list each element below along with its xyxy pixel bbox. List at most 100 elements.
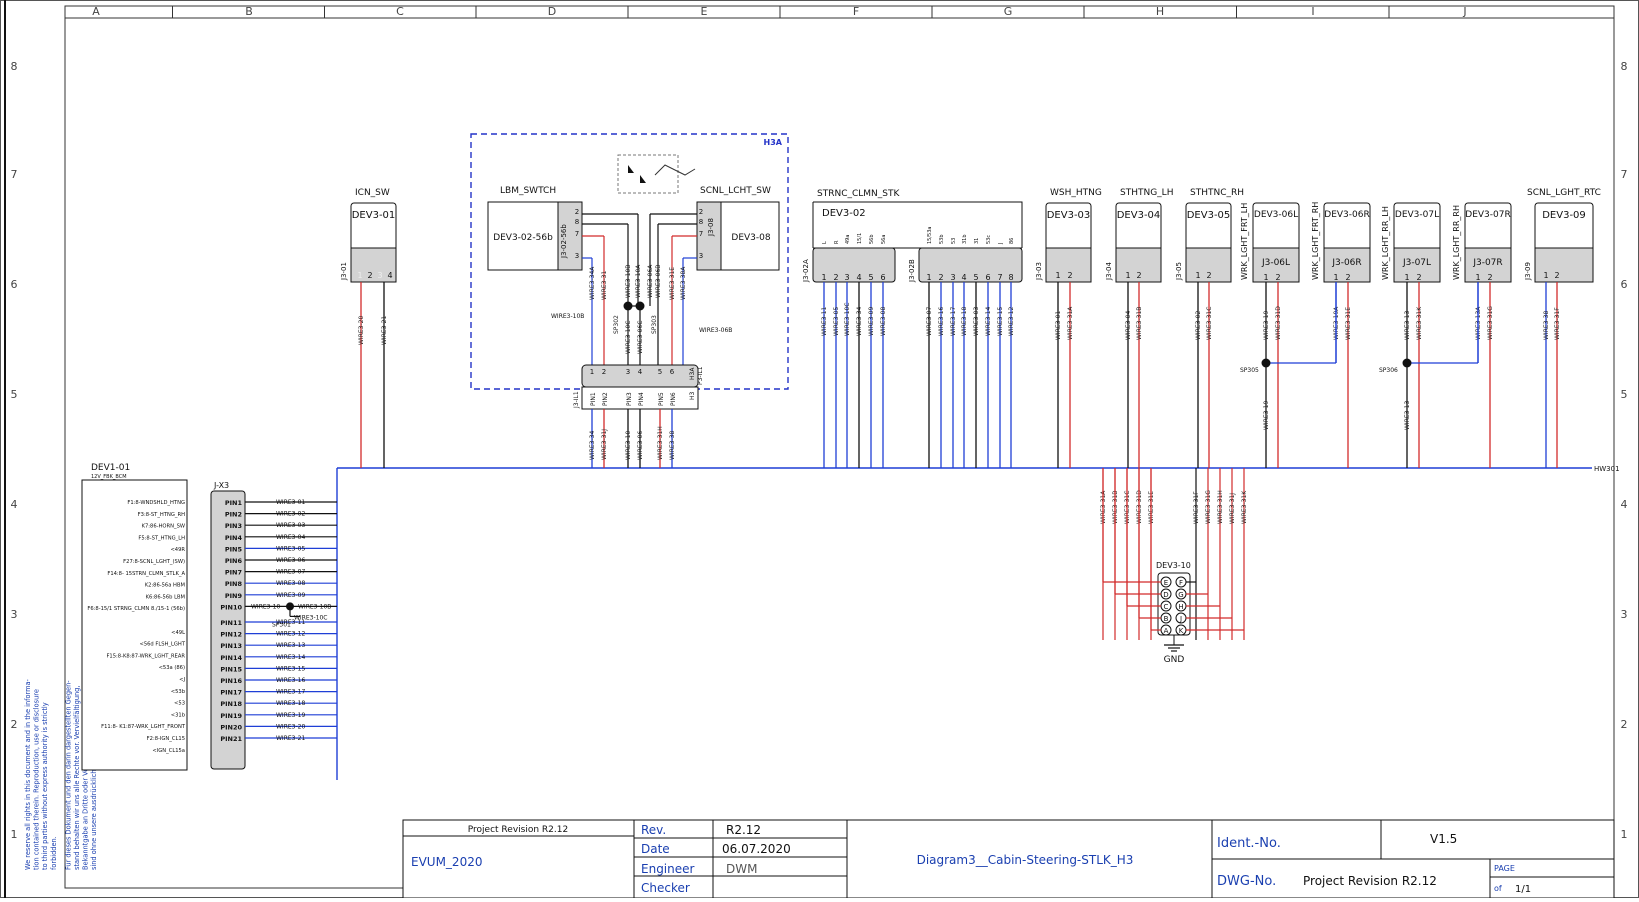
wire-label: WIRE3-31F	[1554, 307, 1561, 340]
pin-number: 3	[950, 273, 955, 282]
wire-label: SP303	[651, 315, 658, 334]
pin-number: 2	[1136, 271, 1141, 280]
column-ref: C	[396, 5, 404, 18]
bcm-signal: <IGN_CL15a	[152, 748, 185, 754]
bcm-signal: F15:8-K8:87-WRK_LGHT_REAR	[106, 653, 185, 659]
connector-name: J3-02B	[908, 259, 916, 283]
pin-number: 1	[926, 273, 931, 282]
wire-label: WIRE3-01	[276, 499, 305, 506]
pin-label: 56a	[881, 235, 887, 244]
connector-b	[918, 247, 1023, 283]
wire-label: WIRE3-03	[276, 522, 305, 529]
wire-label: WIRE3-31E	[1345, 307, 1352, 340]
wire-label: WIRE3-12	[1008, 307, 1015, 336]
wire-label: WIRE3-07	[926, 307, 933, 336]
wire-label: WIRE3-10B	[625, 265, 632, 298]
legal-note-line: Für dieses Dokument und den darin darges…	[64, 680, 72, 870]
connector-body	[1185, 247, 1232, 283]
pin-name: PIN13	[220, 642, 242, 650]
pin-name: PIN14	[220, 654, 242, 662]
bcm-signal: F1:8-WNDSHLD_HTNG	[127, 500, 185, 506]
pin-number: 1	[1333, 273, 1338, 282]
wire-label: WIRE3-31K	[1416, 306, 1423, 340]
bcm-signal: F14:8- 15STRN_CLMN_STLK_A	[107, 571, 185, 577]
pin-name: PIN7	[225, 569, 242, 577]
device-name: DEV3-10	[1156, 561, 1191, 570]
connector-name: J3-05	[1175, 262, 1183, 281]
wire-label: WIRE3-13	[276, 642, 305, 649]
pin-number: 2	[938, 273, 943, 282]
wire-label: WIRE3-04	[276, 534, 305, 541]
pin-name: PIN4	[225, 534, 243, 542]
connector-body	[696, 201, 722, 271]
device-label: WRK_LGHT_FRT_LH	[1240, 203, 1249, 280]
wire-label: WIRE3-31	[601, 271, 608, 300]
wire-label: WIRE3-05	[833, 307, 840, 336]
pin-number: 2	[1206, 271, 1211, 280]
row-ref-right: 3	[1621, 608, 1628, 621]
pin-letter: A	[1164, 627, 1169, 635]
company-name: EVUM_2020	[411, 855, 482, 869]
wire-label: WIRE3-19	[276, 712, 305, 719]
pin-name: PIN17	[220, 689, 242, 697]
pin-number: 2	[575, 208, 579, 216]
wire-label: WIRE3-31H	[1217, 490, 1224, 524]
bcm-signal: F3:8-ST_HTNG_RH	[138, 512, 185, 518]
column-ref: H	[1156, 5, 1164, 18]
connector-name: J3-08	[707, 218, 715, 237]
splice-sp305	[1261, 358, 1271, 368]
device-name: DEV3-04	[1117, 210, 1161, 221]
device-label: WRK_LGHT_RR_RH	[1452, 205, 1461, 280]
row-ref-right: 2	[1621, 718, 1628, 731]
wire-label: WIRE3-11	[276, 619, 305, 626]
checker-label: Checker	[641, 881, 690, 895]
legal-note: We reserve all rights in this document a…	[24, 678, 98, 870]
pin-number: 1	[821, 273, 826, 282]
pin-name: PIN16	[220, 677, 242, 685]
pin-label: 53	[951, 238, 957, 244]
device-subtitle: 12V_FBK_BCM	[91, 474, 127, 480]
device-name: DEV3-05	[1187, 210, 1231, 221]
wire-label: WIRE3-31E	[669, 267, 676, 300]
device-label: WRK_LGHT_RR_LH	[1381, 206, 1390, 280]
of-label: of	[1494, 884, 1502, 893]
pin-number: 6	[985, 273, 990, 282]
pin-number: 2	[1275, 273, 1280, 282]
pin-name: PIN19	[220, 712, 242, 720]
bcm-signal: <J	[179, 677, 185, 683]
pin-number: 8	[1008, 273, 1013, 282]
pin-label: 31	[974, 238, 980, 244]
legal-note-line: forbidden.	[50, 836, 58, 870]
date-value: 06.07.2020	[722, 842, 791, 856]
legal-note-line: tion contained therein. Reproduction, us…	[33, 689, 41, 870]
pin-label: L	[822, 241, 828, 244]
column-ref: A	[92, 5, 100, 18]
bcm-signal: <31b	[171, 712, 186, 718]
wire-label: WIRE3-07	[276, 569, 305, 576]
connector-body	[1045, 247, 1092, 283]
column-ref: B	[245, 5, 253, 18]
pin-label: 53c	[986, 235, 992, 244]
bcm-signal: F5:8-ST_HTNG_LH	[138, 535, 185, 541]
wire-label: SP302	[613, 315, 620, 334]
title-block: Project Revision R2.12EVUM_2020Rev.R2.12…	[402, 819, 1615, 899]
connector-name: J-X3	[213, 481, 229, 490]
device-name: DEV3-01	[352, 210, 396, 221]
wire-label: WIRE3-11	[821, 307, 828, 336]
wire-label: WIRE3-38	[1543, 311, 1550, 340]
row-ref-left: 4	[11, 498, 18, 511]
pin-number: 4	[387, 271, 392, 280]
wire-label: WIRE3-09	[868, 307, 875, 336]
pin-name: PIN20	[220, 723, 242, 731]
pin-number: 2	[1554, 271, 1559, 280]
pin-letter: G	[1178, 591, 1183, 599]
pin-letter: E	[1164, 579, 1168, 587]
bcm-signal: <49R	[170, 547, 185, 553]
wire-label: WIRE3-10A	[635, 264, 642, 298]
